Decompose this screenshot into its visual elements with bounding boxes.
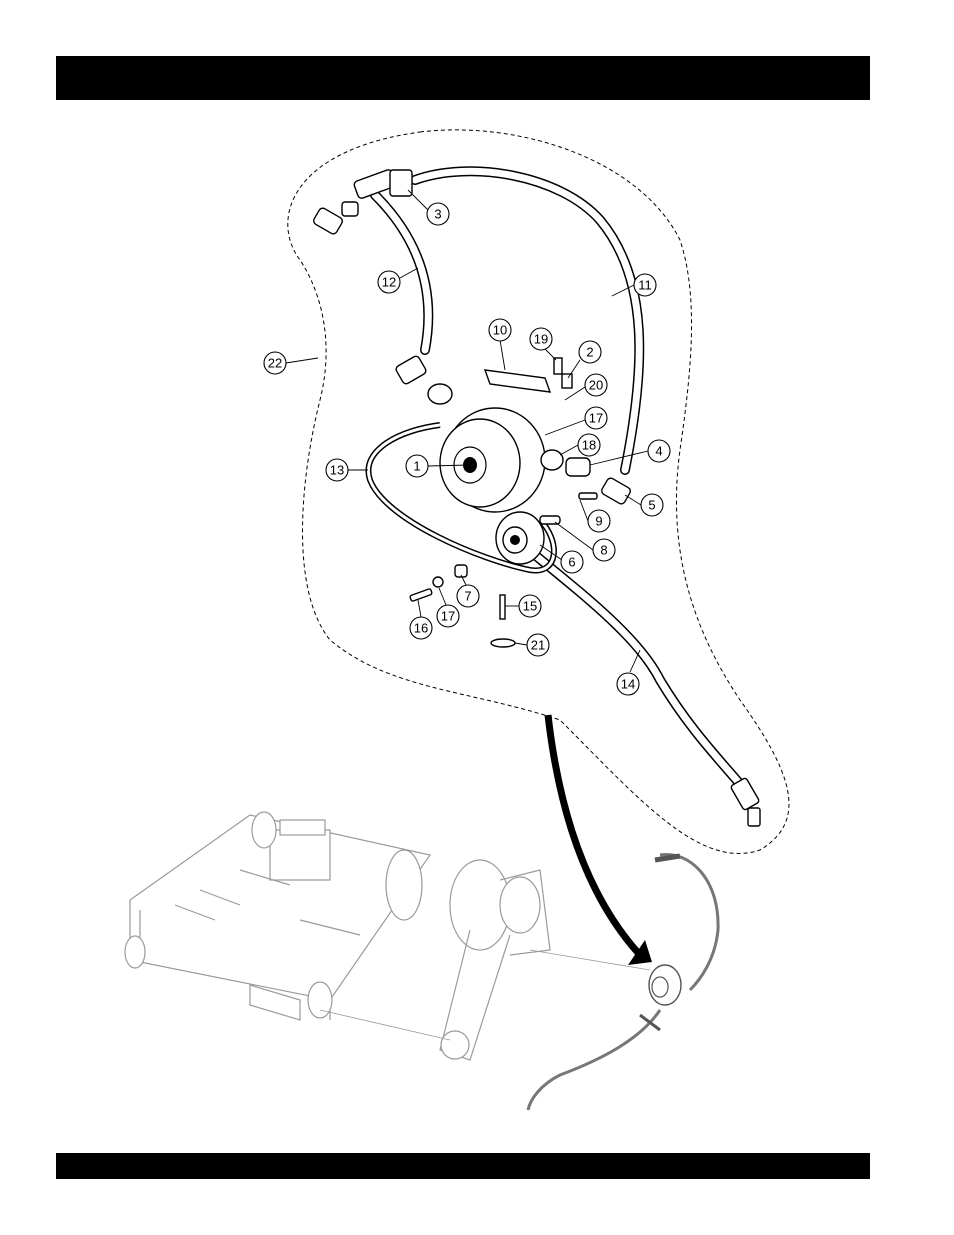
svg-text:7: 7 [464,589,471,604]
alignment-line-1 [320,1010,450,1040]
svg-text:16: 16 [414,621,428,636]
svg-text:17: 17 [589,411,603,426]
svg-text:6: 6 [568,555,575,570]
callout-13: 13 [326,459,368,481]
assembly-arrow [548,715,640,955]
callout-17-upper: 17 [545,407,607,435]
machine-frame-ghost [125,812,430,1020]
svg-text:9: 9 [595,514,602,529]
callout-16: 16 [410,600,432,639]
hose-14 [535,555,745,790]
svg-text:18: 18 [582,438,596,453]
elbow-fitting-5 [600,477,632,506]
callout-22: 22 [264,352,318,374]
callout-17-lower: 17 [437,588,459,627]
drive-arm-ghost [440,860,550,1060]
callout-14: 14 [617,650,640,695]
clutch-pulley-1 [440,408,545,512]
svg-text:20: 20 [589,378,603,393]
pin-8 [540,516,560,524]
bracket-10 [485,370,550,392]
callout-15: 15 [505,595,541,617]
callout-7: 7 [457,575,479,607]
callout-2: 2 [568,341,601,378]
svg-text:21: 21 [531,638,545,653]
elbow-fitting-top [312,202,358,235]
callout-12: 12 [378,268,418,293]
washer-21 [491,639,515,647]
bushing-18 [541,450,563,470]
bolt-15 [500,595,505,619]
svg-text:8: 8 [600,543,607,558]
hose-end-fitting [730,777,760,826]
callout-9: 9 [580,500,610,532]
installed-clutch-assembly [528,854,718,1110]
idler-pulley-6 [496,512,544,564]
svg-text:17: 17 [441,609,455,624]
callout-18: 18 [560,434,600,456]
svg-text:3: 3 [434,207,441,222]
svg-text:5: 5 [648,498,655,513]
group-outline-dashed [288,130,789,854]
nut-4 [566,458,590,476]
svg-text:4: 4 [655,444,662,459]
callout-10: 10 [489,319,511,370]
svg-text:19: 19 [534,332,548,347]
svg-text:10: 10 [493,323,507,338]
callout-19: 19 [530,328,556,360]
svg-text:1: 1 [413,459,420,474]
washer-17 [433,577,443,587]
bolt-16 [410,588,433,601]
svg-text:2: 2 [586,345,593,360]
svg-text:14: 14 [621,677,635,692]
svg-text:22: 22 [268,356,282,371]
svg-text:15: 15 [523,599,537,614]
tee-fitting-3 [353,169,412,200]
elbow-fitting-left [395,355,452,404]
spring-9 [579,493,597,499]
callout-5: 5 [625,494,663,516]
callout-21: 21 [515,634,549,656]
svg-text:12: 12 [382,275,396,290]
callout-3: 3 [408,190,449,225]
svg-text:11: 11 [638,278,652,293]
svg-text:13: 13 [330,463,344,478]
connector-2 [562,374,572,388]
connector-19 [554,358,562,374]
